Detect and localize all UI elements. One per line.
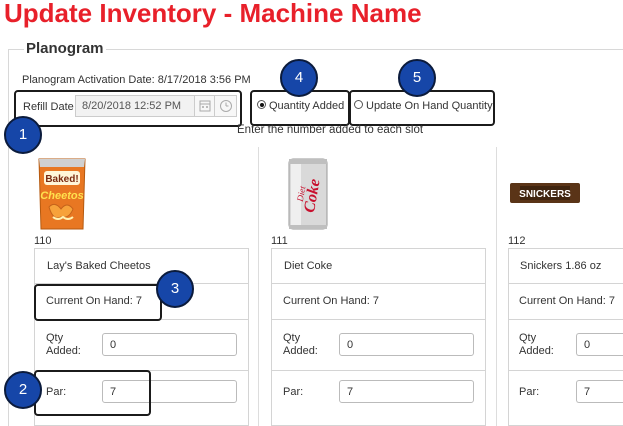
qty-added-label: Qty xyxy=(519,332,537,344)
calendar-icon xyxy=(199,100,211,112)
clock-icon xyxy=(220,100,232,112)
row-divider xyxy=(508,319,623,320)
row-divider xyxy=(271,319,486,320)
radio-label-quantity-added[interactable]: Quantity Added xyxy=(269,100,345,112)
radio-label-update-on-hand[interactable]: Update On Hand Quantity xyxy=(366,100,493,112)
instruction-text: Enter the number added to each slot xyxy=(237,124,424,136)
activation-date: Planogram Activation Date: 8/17/2018 3:5… xyxy=(22,74,251,86)
product-image-cheetos: Baked! Cheetos xyxy=(33,155,91,233)
column-divider xyxy=(496,147,497,426)
svg-text:Diet: Diet xyxy=(295,185,308,203)
svg-text:SNICKERS: SNICKERS xyxy=(519,189,571,200)
product-image-snickers: SNICKERS xyxy=(508,180,582,206)
row-divider xyxy=(34,283,249,284)
par-input[interactable]: 7 xyxy=(102,380,237,403)
diet-coke-can-icon: Diet Coke xyxy=(288,158,328,230)
svg-text:Cheetos: Cheetos xyxy=(40,190,83,202)
callout-box-refill xyxy=(14,90,242,127)
snickers-bar-icon: SNICKERS xyxy=(510,183,580,203)
svg-text:Coke: Coke xyxy=(301,178,324,214)
section-border xyxy=(8,49,9,426)
column-divider xyxy=(258,147,259,426)
row-divider xyxy=(271,283,486,284)
section-title: Planogram xyxy=(24,40,106,57)
product-name: Lay's Baked Cheetos xyxy=(47,260,151,272)
callout-box-current-on-hand xyxy=(34,284,162,321)
par-label: Par: xyxy=(46,386,67,398)
qty-added-input[interactable]: 0 xyxy=(102,333,237,356)
row-divider xyxy=(508,370,623,371)
svg-text:Baked!: Baked! xyxy=(45,174,78,185)
current-on-hand: Current On Hand: 7 xyxy=(46,295,142,307)
refill-date-label: Refill Date xyxy=(23,101,74,113)
qty-added-input[interactable]: 0 xyxy=(339,333,474,356)
row-divider xyxy=(508,283,623,284)
callout-badge: 1 xyxy=(4,116,42,154)
callout-badge: 4 xyxy=(280,59,318,97)
qty-added-label-2: Added: xyxy=(46,345,81,357)
product-name: Diet Coke xyxy=(284,260,333,272)
row-divider xyxy=(271,370,486,371)
callout-badge: 2 xyxy=(4,371,42,409)
par-label: Par: xyxy=(283,386,304,398)
radio-quantity-added[interactable] xyxy=(257,100,266,109)
slot-number: 111 xyxy=(271,235,288,247)
qty-added-input[interactable]: 0 xyxy=(576,333,623,356)
qty-added-label-2: Added: xyxy=(519,345,554,357)
cheetos-bag-icon: Baked! Cheetos xyxy=(38,158,86,230)
callout-badge: 3 xyxy=(156,270,194,308)
current-on-hand: Current On Hand: 7 xyxy=(519,295,615,307)
page-title: Update Inventory - Machine Name xyxy=(4,0,422,28)
slot-number: 110 xyxy=(34,235,52,247)
callout-badge: 5 xyxy=(398,59,436,97)
qty-added-label-2: Added: xyxy=(283,345,318,357)
slot-number: 112 xyxy=(508,235,526,247)
par-input[interactable]: 7 xyxy=(339,380,474,403)
refill-date-input[interactable]: 8/20/2018 12:52 PM xyxy=(75,95,195,117)
par-label: Par: xyxy=(519,386,540,398)
radio-update-on-hand[interactable] xyxy=(354,100,363,109)
section-divider xyxy=(8,49,623,50)
product-image-diet-coke: Diet Coke xyxy=(271,155,345,233)
calendar-button[interactable] xyxy=(195,95,215,117)
current-on-hand: Current On Hand: 7 xyxy=(283,295,379,307)
qty-added-label: Qty xyxy=(283,332,301,344)
callout-box-par xyxy=(34,370,151,416)
par-input[interactable]: 7 xyxy=(576,380,623,403)
product-name: Snickers 1.86 oz xyxy=(520,260,602,272)
time-button[interactable] xyxy=(215,95,237,117)
qty-added-label: Qty xyxy=(46,332,64,344)
